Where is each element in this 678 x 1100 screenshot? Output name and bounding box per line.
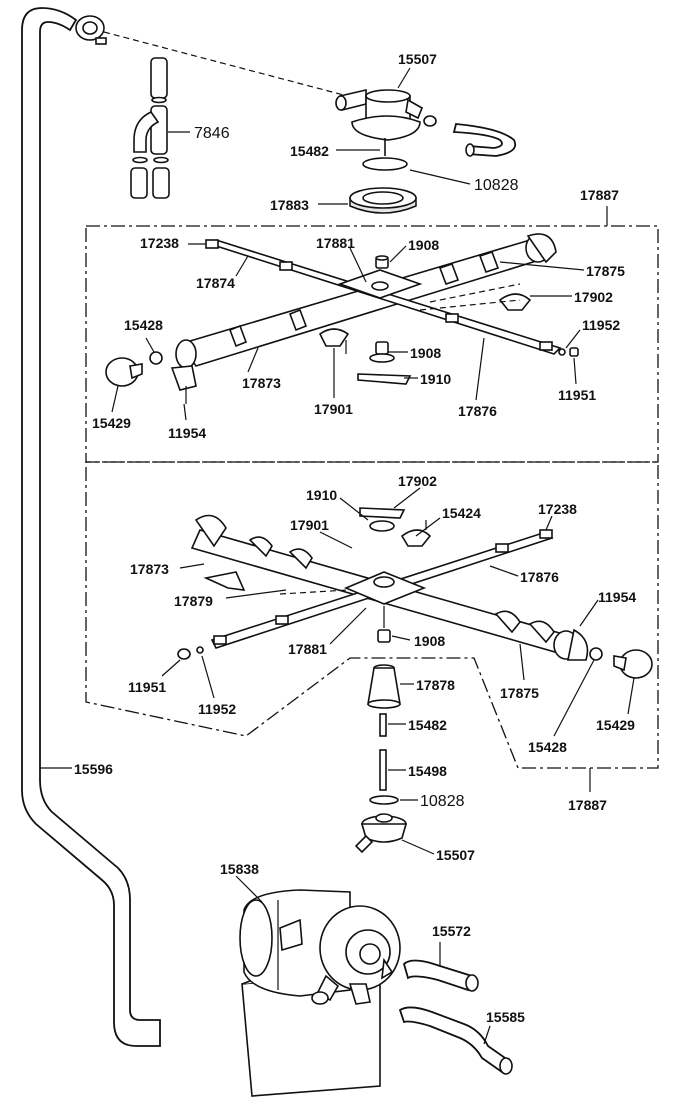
label-1910-bot: 1910: [306, 487, 337, 503]
o-ring-10828-bottom: [369, 795, 399, 805]
label-17238-top: 17238: [140, 235, 179, 251]
label-11954-top: 11954: [168, 425, 206, 441]
label-15482-top: 15482: [290, 143, 329, 159]
label-17901-bot: 17901: [290, 517, 329, 533]
spray-arm-upper: [175, 233, 562, 369]
valve-15507-top: [335, 88, 437, 141]
label-15507-top: 15507: [398, 51, 437, 67]
assembly-box-lower: [85, 461, 659, 769]
label-15428-bot: 15428: [528, 739, 567, 755]
gasket-1910-upper: [357, 373, 412, 385]
label-15429-top: 15429: [92, 415, 131, 431]
label-17887-bot: 17887: [568, 797, 607, 813]
label-11952-top: 11952: [582, 317, 620, 333]
label-17878: 17878: [416, 677, 455, 693]
nut-1908-upper: [369, 341, 395, 363]
label-17875-bot: 17875: [500, 685, 539, 701]
clip-11954-top: [170, 365, 197, 391]
label-15498: 15498: [408, 763, 447, 779]
label-11951-bot: 11951: [128, 679, 166, 695]
label-17883: 17883: [270, 197, 309, 213]
label-15429-bot: 15429: [596, 717, 635, 733]
label-1908-a: 1908: [408, 237, 439, 253]
o-ring-15428-top: [149, 351, 163, 365]
rod-15498: [379, 749, 387, 791]
label-7846: 7846: [194, 125, 230, 142]
label-1908-c: 1908: [414, 633, 445, 649]
label-15482-bot: 15482: [408, 717, 447, 733]
label-15428-top: 15428: [124, 317, 163, 333]
label-17873-top: 17873: [242, 375, 281, 391]
valve-15507-bottom: [354, 813, 408, 854]
label-17879: 17879: [174, 593, 213, 609]
pump-motor-15838: [239, 889, 401, 1097]
label-15585: 15585: [486, 1009, 525, 1025]
nut-17883: [349, 187, 417, 214]
o-ring-10828-top: [362, 157, 408, 171]
hose-15585: [398, 1006, 513, 1075]
hose-15572: [402, 959, 479, 992]
label-1910-top: 1910: [420, 371, 451, 387]
label-17238-bot: 17238: [538, 501, 577, 517]
o-ring-15428-bottom: [589, 647, 603, 661]
end-cap-15429-bottom: [613, 649, 653, 679]
label-1908-b: 1908: [410, 345, 441, 361]
label-10828-bot: 10828: [420, 793, 465, 810]
label-17901-top: 17901: [314, 401, 353, 417]
label-17873-bot: 17873: [130, 561, 169, 577]
label-10828-top: 10828: [474, 177, 519, 194]
hose-kit-7846: [130, 57, 170, 199]
cone-17878: [367, 664, 401, 709]
label-11951-top: 11951: [558, 387, 596, 403]
label-17902-bot: 17902: [398, 473, 437, 489]
label-17876-top: 17876: [458, 403, 497, 419]
hose-curved-top: [452, 123, 517, 157]
pin-15482-bottom: [379, 713, 387, 737]
label-17874: 17874: [196, 275, 235, 291]
label-15572: 15572: [432, 923, 471, 939]
hose-clamp-top: [75, 15, 107, 45]
label-15507-bot: 15507: [436, 847, 475, 863]
label-17881-bot: 17881: [288, 641, 327, 657]
label-17881-top: 17881: [316, 235, 355, 251]
hose-15596: [21, 7, 161, 1047]
label-17876-bot: 17876: [520, 569, 559, 585]
label-15424: 15424: [442, 505, 481, 521]
assembly-line-top: [103, 31, 356, 99]
end-cap-15429-top: [105, 357, 143, 387]
label-15596: 15596: [74, 761, 113, 777]
label-17875-top: 17875: [586, 263, 625, 279]
label-17887-top: 17887: [580, 187, 619, 203]
label-11954-bot: 11954: [598, 589, 636, 605]
label-15838: 15838: [220, 861, 259, 877]
label-11952-bot: 11952: [198, 701, 236, 717]
label-17902-top: 17902: [574, 289, 613, 305]
spray-arm-lower: [190, 507, 589, 661]
